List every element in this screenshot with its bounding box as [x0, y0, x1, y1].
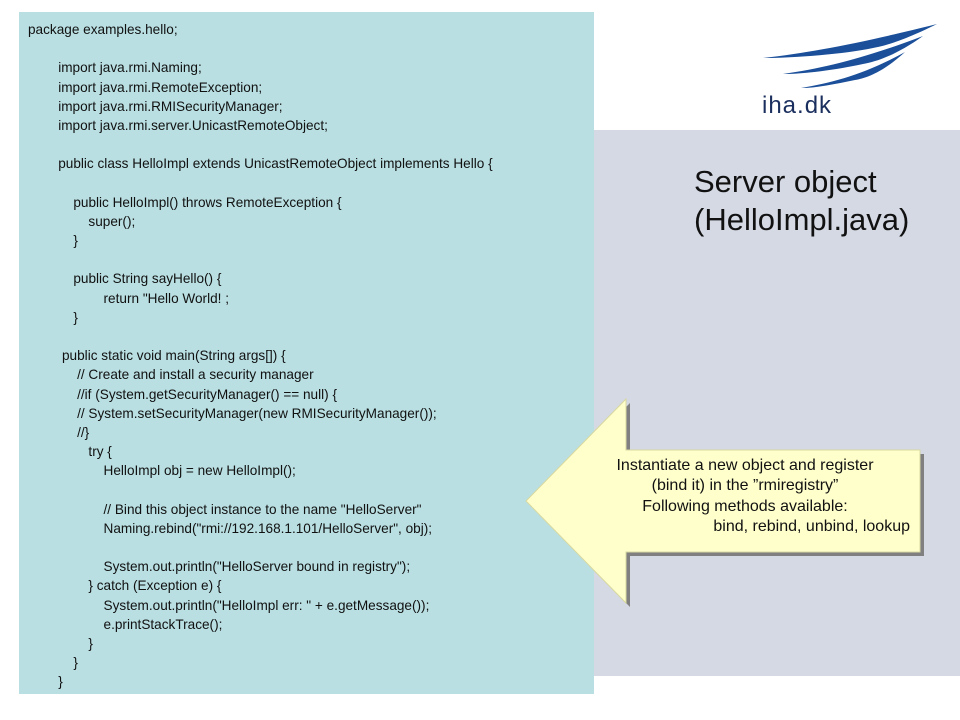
code-line: // Create and install a security manager — [28, 367, 314, 383]
code-line: } — [28, 309, 78, 325]
code-line: } — [28, 233, 78, 249]
code-line: //if (System.getSecurityManager() == nul… — [28, 386, 337, 402]
code-line: System.out.println("HelloImpl err: " + e… — [28, 597, 430, 613]
page-title: Server object (HelloImpl.java) — [694, 163, 954, 239]
code-line: package examples.hello; — [28, 22, 178, 37]
code-line: // System.setSecurityManager(new RMISecu… — [28, 405, 437, 421]
code-line — [28, 135, 590, 154]
code-line — [28, 481, 590, 500]
code-line: return "Hello World! ; — [28, 290, 229, 306]
code-line — [28, 538, 590, 557]
code-line: public static void main(String args[]) { — [28, 348, 286, 364]
code-line: public String sayHello() { — [28, 271, 222, 287]
code-line: System.out.println("HelloServer bound in… — [28, 559, 411, 575]
code-line: } — [28, 674, 63, 690]
code-line: HelloImpl obj = new HelloImpl(); — [28, 463, 296, 479]
code-line — [28, 174, 590, 193]
code-line: import java.rmi.RMISecurityManager; — [28, 98, 283, 114]
code-line: //} — [28, 424, 90, 440]
callout-text: Instantiate a new object and register (b… — [580, 456, 910, 538]
callout-line-3: Following methods available: — [642, 497, 848, 515]
code-line: Naming.rebind("rmi://192.168.1.101/Hello… — [28, 520, 433, 536]
code-line — [28, 250, 590, 269]
code-line: import java.rmi.server.UnicastRemoteObje… — [28, 117, 328, 133]
callout-line-2: (bind it) in the ”rmiregistry” — [651, 477, 839, 495]
code-line: import java.rmi.Naming; — [28, 60, 202, 76]
code-panel: package examples.hello; import java.rmi.… — [19, 12, 594, 694]
code-line: public class HelloImpl extends UnicastRe… — [28, 156, 493, 172]
code-line: } catch (Exception e) { — [28, 578, 222, 594]
logo-text: iha.dk — [762, 92, 833, 119]
code-line: e.printStackTrace(); — [28, 616, 223, 632]
code-listing: package examples.hello; import java.rmi.… — [28, 20, 590, 692]
code-line: // Bind this object instance to the name… — [28, 501, 422, 517]
left-arrow-callout — [525, 397, 924, 607]
title-line-2: (HelloImpl.java) — [694, 202, 910, 237]
callout-line-4: bind, rebind, unbind, lookup — [713, 518, 910, 536]
iha-logo-icon — [763, 24, 937, 88]
callout-line-1: Instantiate a new object and register — [616, 457, 874, 474]
code-line: super(); — [28, 213, 136, 229]
code-line: import java.rmi.RemoteException; — [28, 79, 263, 95]
side-panel — [594, 130, 960, 676]
code-line: try { — [28, 444, 112, 460]
title-line-1: Server object — [694, 164, 877, 199]
code-line — [28, 39, 590, 58]
code-line: } — [28, 655, 78, 671]
code-line — [28, 327, 590, 346]
code-line: public HelloImpl() throws RemoteExceptio… — [28, 194, 342, 210]
code-line: } — [28, 636, 93, 651]
